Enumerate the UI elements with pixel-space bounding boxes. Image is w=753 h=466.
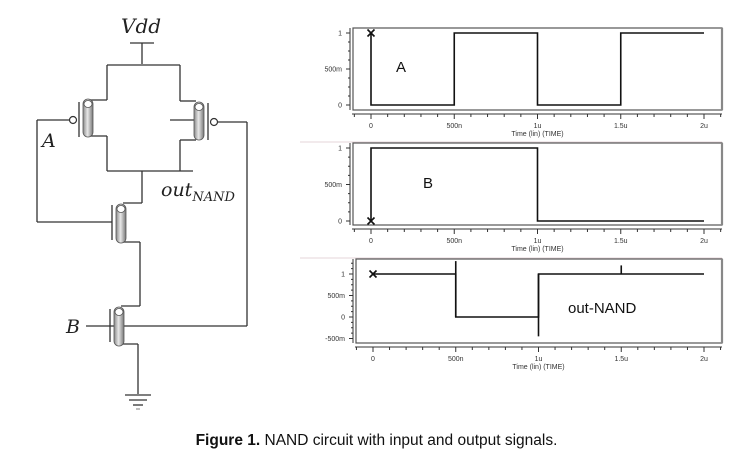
x-axis-label: Time (lin) (TIME) [511, 246, 563, 253]
y-tick-label: 0 [338, 103, 342, 110]
x-tick-label: 1u [534, 123, 542, 130]
cursor-marker-icon [366, 28, 376, 38]
output-label: outNAND [161, 179, 235, 205]
vdd-label: Vdd [121, 14, 161, 38]
x-tick-label: 1.5u [614, 123, 628, 130]
cursor-marker-icon [368, 269, 378, 279]
y-tick-label: 1 [338, 146, 342, 153]
pmos-b-transistor [193, 101, 219, 141]
signal-trace-a [370, 32, 704, 106]
pmos-a-transistor [68, 98, 94, 138]
y-tick-label: 1 [341, 272, 345, 279]
x-tick-label: 1.5u [614, 356, 628, 363]
output-label-sub: NAND [191, 190, 235, 205]
figure-caption: Figure 1. NAND circuit with input and ou… [0, 432, 753, 450]
output-label-main: out [161, 179, 193, 201]
signal-trace-out-nand [373, 273, 704, 318]
input-a-label: A [40, 130, 56, 152]
y-tick-label: 0 [338, 219, 342, 226]
y-tick-label: 0 [341, 315, 345, 322]
caption-text: NAND circuit with input and output signa… [260, 432, 558, 449]
nmos-a-transistor [111, 203, 127, 244]
x-tick-label: 2u [700, 123, 708, 130]
x-axis-label: Time (lin) (TIME) [511, 131, 563, 138]
signal-annotation: out-NAND [568, 300, 637, 317]
input-b-label: B [65, 316, 80, 338]
x-tick-label: 500n [448, 356, 464, 363]
nmos-b-transistor [109, 306, 125, 347]
x-axis-label: Time (lin) (TIME) [512, 364, 564, 371]
plot-frame [352, 142, 723, 226]
cursor-marker-icon [366, 216, 376, 226]
x-tick-label: 1u [534, 238, 542, 245]
y-tick-label: 1 [338, 31, 342, 38]
y-tick-label: 500m [327, 293, 345, 300]
plot-frame [355, 258, 723, 344]
x-tick-label: 0 [371, 356, 375, 363]
x-tick-label: 2u [700, 356, 708, 363]
nand-circuit-schematic: Vdd A B outNAND [36, 14, 248, 410]
caption-label: Figure 1. [195, 432, 261, 449]
y-tick-label: 500m [324, 67, 342, 74]
x-tick-label: 2u [700, 238, 708, 245]
x-tick-label: 0 [369, 238, 373, 245]
x-tick-label: 0 [369, 123, 373, 130]
x-tick-label: 500n [446, 238, 462, 245]
x-tick-label: 1u [535, 356, 543, 363]
x-tick-label: 1.5u [614, 238, 628, 245]
y-tick-label: -500m [325, 336, 345, 343]
signal-annotation: B [423, 175, 433, 192]
signal-annotation: A [396, 59, 406, 76]
x-tick-label: 500n [446, 123, 462, 130]
signal-trace-b [370, 147, 704, 222]
plot-frame [352, 27, 723, 111]
y-tick-label: 500m [324, 182, 342, 189]
ground-icon [125, 394, 151, 410]
